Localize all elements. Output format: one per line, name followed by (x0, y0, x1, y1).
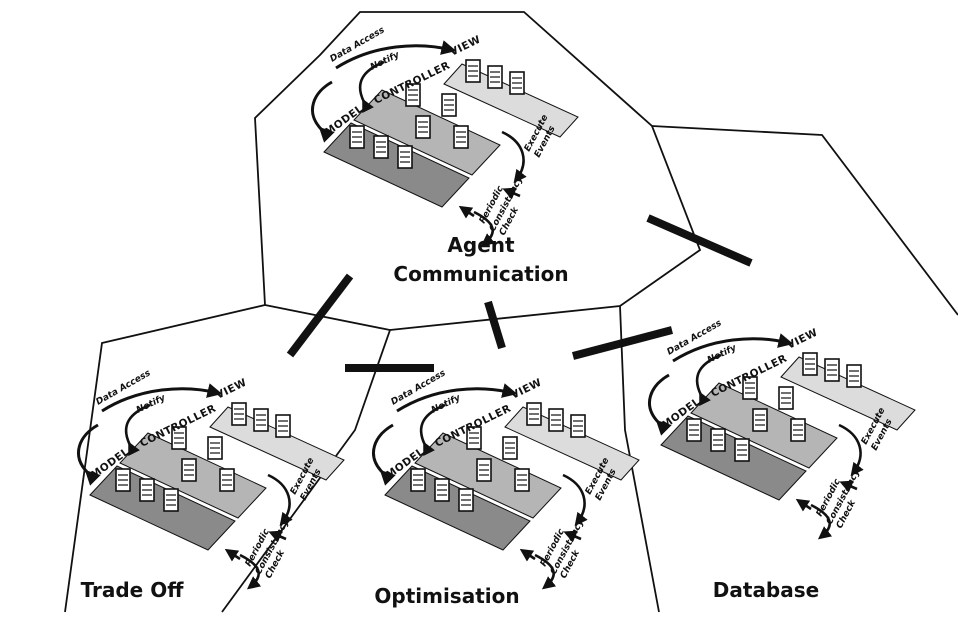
title-agent-line1: Agent (447, 233, 515, 257)
window-icon (397, 145, 413, 169)
periodic-arrow-icon (458, 205, 475, 219)
data-access-arrow-icon (396, 383, 518, 413)
title-agent-line2: Communication (393, 262, 568, 286)
boundary-agent-communication (254, 11, 702, 331)
mvc-module-agent-communication: Data AccessNotifyMODELCONTROLLERVIEWExec… (311, 25, 579, 247)
window-icon (453, 125, 469, 149)
execute-arrow-icon (501, 130, 527, 184)
execute-arrow-icon (562, 473, 588, 527)
execute-arrow-icon (502, 187, 521, 200)
view-label: VIEW (448, 34, 483, 59)
data-access-arrow-icon (372, 423, 396, 486)
periodic-arrow-icon (534, 553, 557, 590)
notify-label: Notify (369, 50, 402, 73)
window-icon (686, 418, 702, 442)
boundary-database (651, 125, 958, 316)
window-icon (710, 428, 726, 452)
window-icon (349, 125, 365, 149)
data-access-arrow-icon (335, 40, 457, 70)
window-icon (115, 468, 131, 492)
window-icon (181, 458, 197, 482)
region-titles: Agent Communication Trade Off Optimisati… (81, 233, 820, 608)
title-optimisation: Optimisation (374, 584, 519, 608)
data-access-arrow-icon (672, 333, 794, 363)
window-icon (734, 438, 750, 462)
window-icon (458, 488, 474, 512)
connector-optimisation-database (571, 326, 674, 360)
notify-arrow-icon (358, 60, 385, 114)
periodic-arrow-icon (795, 498, 812, 512)
title-trade-off: Trade Off (81, 578, 185, 602)
notify-label: Notify (706, 343, 739, 366)
mvc-module-trade-off: Data AccessNotifyMODELCONTROLLERVIEWExec… (77, 368, 345, 590)
window-icon (253, 408, 269, 432)
window-icon (405, 83, 421, 107)
execute-arrow-icon (267, 473, 293, 527)
notify-label: Notify (135, 393, 168, 416)
window-icon (570, 414, 586, 438)
mvc-module-optimisation: Data AccessNotifyMODELCONTROLLERVIEWExec… (372, 368, 640, 590)
connector-agent-tradeoff (286, 273, 354, 358)
execute-arrow-icon (268, 530, 287, 543)
notify-arrow-icon (419, 403, 446, 457)
window-icon (139, 478, 155, 502)
window-icon (790, 418, 806, 442)
window-icon (441, 93, 457, 117)
notify-label: Notify (430, 393, 463, 416)
periodic-arrow-icon (519, 548, 536, 562)
window-icon (778, 386, 794, 410)
periodic-arrow-icon (224, 548, 241, 562)
view-label: VIEW (214, 377, 249, 402)
execute-arrow-icon (838, 423, 864, 477)
view-label: VIEW (509, 377, 544, 402)
data-access-arrow-icon (311, 80, 335, 143)
window-icon (207, 436, 223, 460)
window-icon (846, 364, 862, 388)
window-icon (824, 358, 840, 382)
window-icon (502, 436, 518, 460)
window-icon (487, 65, 503, 89)
connector-agent-optimisation (484, 300, 506, 350)
window-icon (514, 468, 530, 492)
window-icon (509, 71, 525, 95)
window-icon (742, 376, 758, 400)
periodic-arrow-icon (473, 210, 496, 247)
window-icon (802, 352, 818, 376)
data-access-arrow-icon (101, 383, 223, 413)
window-icon (415, 115, 431, 139)
view-label: VIEW (785, 327, 820, 352)
window-icon (476, 458, 492, 482)
execute-arrow-icon (839, 480, 858, 493)
data-access-arrow-icon (77, 423, 101, 486)
periodic-arrow-icon (810, 503, 833, 540)
window-icon (548, 408, 564, 432)
boundary-trade-off (64, 304, 266, 613)
connectors (286, 214, 753, 372)
window-icon (526, 402, 542, 426)
window-icon (171, 426, 187, 450)
notify-arrow-icon (124, 403, 151, 457)
window-icon (465, 59, 481, 83)
window-icon (231, 402, 247, 426)
notify-arrow-icon (695, 353, 722, 407)
periodic-arrow-icon (239, 553, 262, 590)
window-icon (410, 468, 426, 492)
window-icon (163, 488, 179, 512)
window-icon (373, 135, 389, 159)
execute-arrow-icon (563, 530, 582, 543)
title-database: Database (713, 578, 819, 602)
connector-agent-database (646, 214, 753, 267)
data-access-arrow-icon (648, 373, 672, 436)
mvc-module-database: Data AccessNotifyMODELCONTROLLERVIEWExec… (648, 318, 916, 540)
window-icon (466, 426, 482, 450)
window-icon (752, 408, 768, 432)
window-icon (219, 468, 235, 492)
window-icon (275, 414, 291, 438)
window-icon (434, 478, 450, 502)
